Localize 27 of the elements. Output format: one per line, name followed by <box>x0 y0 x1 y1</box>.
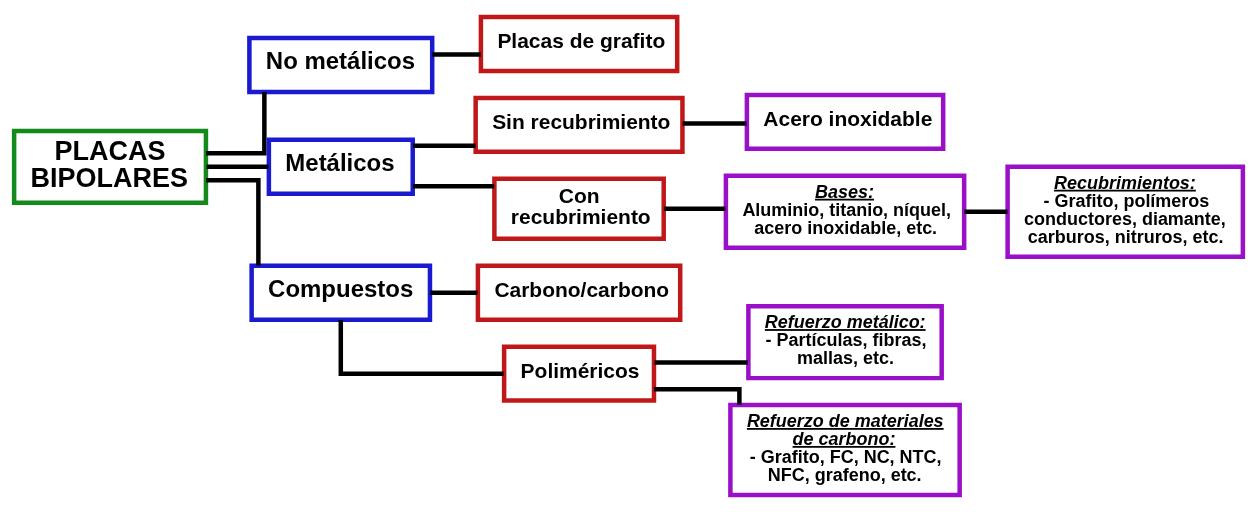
connector <box>206 164 269 170</box>
connector <box>682 121 747 126</box>
connector <box>412 184 495 189</box>
node-box: Carbono/carbono <box>475 263 683 322</box>
connector <box>663 206 726 212</box>
node-box: Bases: Aluminio, titanio, níquel, acero inoxidable, etc. <box>723 173 967 250</box>
node-box: Refuerzo de materiales de carbono: - Grafito, FC, NC, NTC, NFC, grafeno, etc. <box>728 402 962 498</box>
node-box: PLACAS BIPOLARES <box>11 128 209 206</box>
node-box: Refuerzo metálico: - Partículas, fibras, mallas, etc. <box>746 303 944 381</box>
connector <box>654 360 748 365</box>
node-box: Metálicos <box>266 137 415 197</box>
connector <box>338 320 504 376</box>
connector <box>964 209 1008 215</box>
node-box: Acero inoxidable <box>744 92 946 152</box>
node-box: Sin recubrimiento <box>473 95 685 155</box>
node-box: Placas de grafito <box>478 14 680 74</box>
connector <box>206 91 267 156</box>
node-box: Poliméricos <box>501 344 657 403</box>
node-box: No metálicos <box>247 35 435 95</box>
connector <box>412 143 476 149</box>
node-box: Compuestos <box>249 263 433 322</box>
connector <box>654 387 742 405</box>
connector <box>430 290 478 295</box>
node-box: Con recubrimiento <box>492 176 666 241</box>
connector <box>206 178 261 266</box>
connector <box>432 52 481 57</box>
node-box: Recubrimientos: - Grafito, polímeros conductores, diamante, carburos, nitruros, etc. <box>1005 164 1246 259</box>
